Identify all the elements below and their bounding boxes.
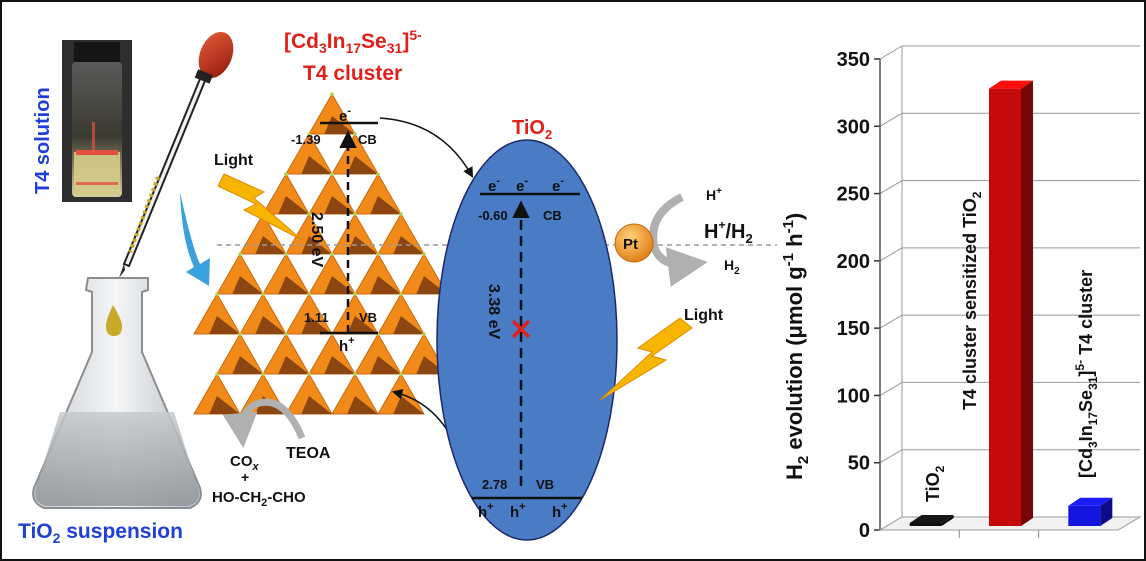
tio2-particle	[436, 139, 618, 541]
cluster-hole: h+	[339, 335, 355, 355]
cluster-cb-energy: -1.39	[291, 132, 321, 147]
tetrahedron-shadow	[209, 316, 240, 334]
y-tick-label: 150	[837, 318, 870, 340]
cluster-band-diagram	[320, 121, 378, 335]
tetrahedron-shadow	[278, 276, 309, 294]
tio2-holes: h+ h+ h+	[478, 501, 568, 521]
grid-line-diagonal	[879, 45, 903, 60]
tetrahedron-shadow	[393, 316, 424, 334]
svg-text:e-: e-	[488, 175, 500, 195]
cluster-gap: 2.50 eV	[308, 212, 325, 267]
tetrahedron-shadow	[209, 396, 240, 414]
teoa-label: TEOA	[286, 445, 331, 462]
tio2-band-diagram	[472, 192, 582, 500]
grid-line-diagonal	[879, 247, 903, 262]
tetrahedron-shadow	[393, 396, 424, 414]
tetrahedron-shadow	[232, 276, 263, 294]
tetrahedron-shadow	[370, 276, 401, 294]
tio2-vb-label: VB	[536, 477, 554, 492]
grid-line-diagonal	[879, 381, 903, 396]
light-right-label: Light	[684, 307, 724, 324]
t4-solution-label: T4 solution	[32, 87, 54, 194]
lightning-right-icon	[599, 317, 693, 401]
co-x-label: COx	[230, 453, 260, 473]
y-tick-label: 200	[837, 251, 870, 273]
proton-reduction-arrow	[649, 193, 708, 287]
grid-line-diagonal	[879, 314, 903, 329]
grid-line-diagonal	[879, 112, 903, 127]
bar-label-tio2: TiO2	[923, 465, 947, 502]
y-tick-label: 50	[848, 453, 870, 475]
tio2-gap: 3.38 eV	[485, 284, 502, 339]
cluster-vb-label: VB	[359, 310, 377, 325]
y-tick-label: 0	[859, 520, 870, 542]
grid-line-diagonal	[879, 180, 903, 195]
tetrahedron-shadow	[370, 356, 401, 374]
electron-transfer-arrow	[379, 117, 474, 178]
y-tick-label: 300	[837, 116, 870, 138]
svg-text:h+: h+	[552, 501, 568, 521]
tetrahedron-shadow	[301, 316, 332, 334]
lightning-left-icon	[217, 173, 303, 241]
t4-cluster-structure	[193, 92, 448, 415]
h2-evolution-chart: 0 50 100 150 200 250 300 350	[837, 45, 1142, 542]
tetrahedron-shadow	[301, 156, 332, 174]
tio2-cb-label: CB	[543, 208, 562, 223]
tetrahedron-shadow	[347, 316, 378, 334]
flask-icon	[32, 277, 202, 509]
tetrahedron-shadow	[232, 356, 263, 374]
tetrahedron-shadow	[370, 196, 401, 214]
h-couple-label: H+/H2	[704, 218, 753, 246]
pt-cocatalyst	[614, 223, 654, 263]
tio2-cb-energy: -0.60	[478, 208, 508, 223]
h2-label: H2	[724, 257, 740, 277]
cluster-vb-energy: 1.11	[304, 310, 329, 325]
svg-text:h+: h+	[478, 501, 494, 521]
light-left-label: Light	[214, 152, 254, 169]
bar-t4-cluster	[1068, 497, 1113, 526]
h-plus-label: H+	[706, 186, 722, 203]
bar-label-cluster: [Cd3In17Se31]5- T4 cluster	[1073, 270, 1100, 478]
svg-text:e-: e-	[516, 175, 528, 195]
tetrahedron-shadow	[255, 236, 286, 254]
pipette	[119, 31, 234, 278]
tetrahedron-shadow	[324, 116, 355, 134]
cluster-cb-label: CB	[358, 132, 377, 147]
cluster-formula: [Cd3In17Se31]5-	[284, 27, 422, 56]
tetrahedron-shadow	[347, 396, 378, 414]
y-tick-label: 100	[837, 385, 870, 407]
cluster-electron: e-	[339, 105, 351, 125]
t4-vial-photo	[62, 40, 132, 202]
y-tick-label: 250	[837, 184, 870, 206]
grid-line-diagonal	[879, 449, 903, 464]
bar-label-sensitized: T4 cluster sensitized TiO2	[960, 191, 984, 410]
tetrahedron-shadow	[255, 316, 286, 334]
svg-text:h+: h+	[510, 501, 526, 521]
tetrahedron-shadow	[347, 156, 378, 174]
tetrahedron-shadow	[278, 356, 309, 374]
bar-sensitized-tio2	[989, 80, 1033, 526]
tio2-electrons: e- e- e-	[488, 175, 564, 195]
bar-tio2	[909, 515, 954, 526]
tio2-title: TiO2	[512, 117, 552, 142]
curved-transfer-arrow	[180, 192, 210, 286]
y-tick-label: 350	[837, 49, 870, 71]
pt-label: Pt	[623, 236, 638, 253]
cluster-name: T4 cluster	[303, 62, 402, 85]
glycolaldehyde-label: HO-CH2-CHO	[212, 489, 306, 509]
plus-label: +	[241, 469, 249, 485]
tetrahedron-shadow	[301, 396, 332, 414]
tio2-suspension-label: TiO2 suspension	[18, 520, 183, 546]
tetrahedron-shadow	[278, 196, 309, 214]
tetrahedron-shadow	[324, 356, 355, 374]
svg-text:e-: e-	[552, 175, 564, 195]
tio2-vb-energy: 2.78	[482, 477, 507, 492]
chart-y-label: H2 evolution (μmol g-1 h-1)	[780, 213, 812, 480]
teoa-oxidation-arrow	[222, 398, 306, 448]
